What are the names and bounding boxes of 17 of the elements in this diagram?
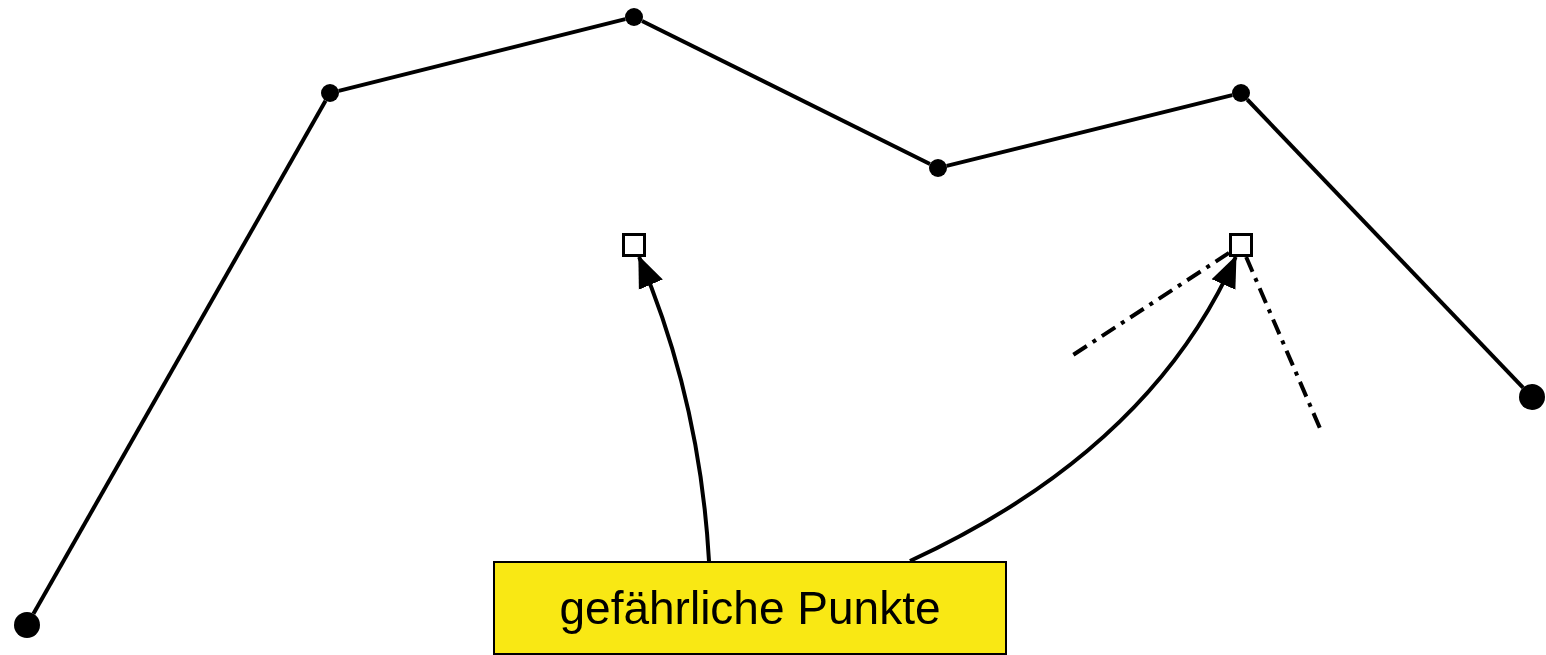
marker-square [622,233,646,257]
arrow [909,255,1238,563]
polyline-segment [31,99,328,615]
polyline-segment [946,93,1233,168]
marker-square [1229,233,1253,257]
vertex-dot [625,8,643,26]
vertex-dot [1519,384,1545,410]
vertex-dot [1232,84,1250,102]
polyline-segment [641,19,931,166]
callout-text: gefährliche Punkte [559,581,941,635]
polyline-segment [338,17,626,93]
vertex-dot [321,84,339,102]
vertex-dot [14,612,40,638]
callout-box [493,561,1007,655]
polyline-segment [1245,98,1525,389]
vertex-dot [929,159,947,177]
arrow [637,255,711,562]
